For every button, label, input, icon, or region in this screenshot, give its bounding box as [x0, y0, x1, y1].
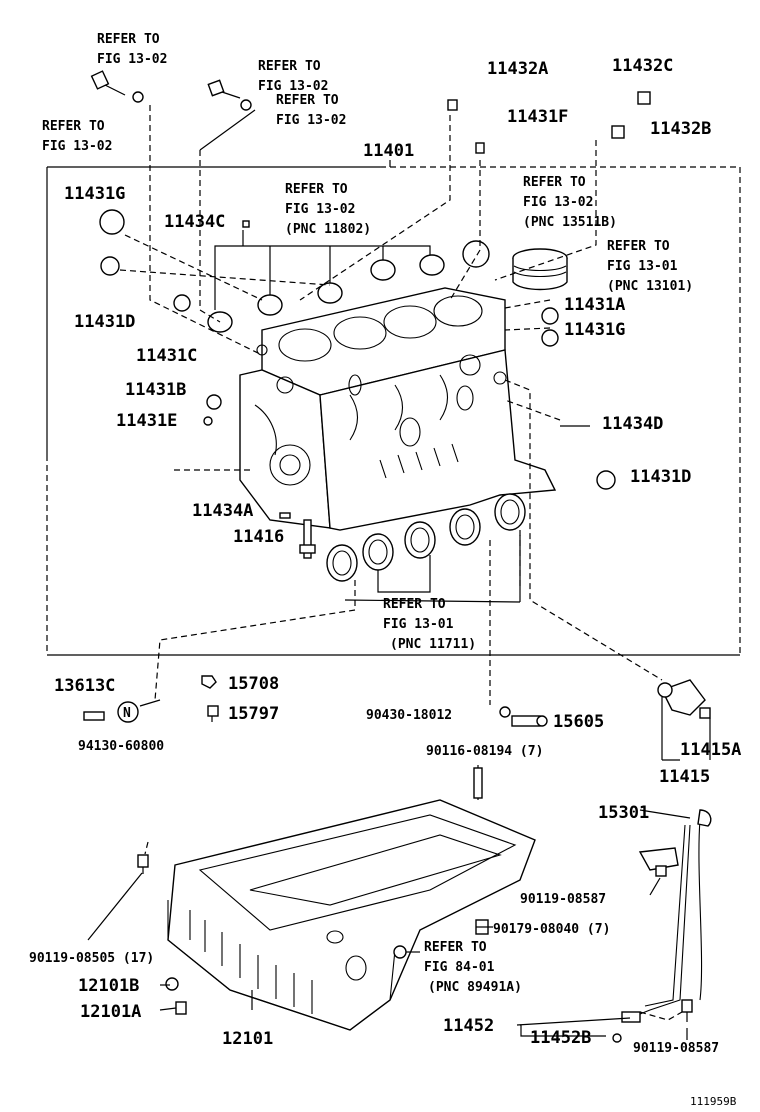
- label-11431F: 11431F: [507, 107, 568, 127]
- refer-2-line-1: REFER TO: [42, 119, 105, 134]
- label-15301: 15301: [598, 803, 649, 823]
- piston: [512, 248, 568, 291]
- nut-letter: N: [123, 706, 131, 721]
- label-12101A: 12101A: [80, 1002, 141, 1022]
- drain-hardware: N: [83, 675, 548, 727]
- refer-8-line-1: REFER TO: [383, 597, 446, 612]
- label-11434D: 11434D: [602, 414, 663, 434]
- label-90430-18012: 90430-18012: [366, 708, 452, 723]
- oil-dipstick: [612, 809, 712, 1043]
- reference-callouts: REFER TO FIG 13-02 REFER TO FIG 13-02 RE…: [42, 32, 693, 995]
- drawing-code: 111959B: [690, 1095, 737, 1108]
- label-11431D-right: 11431D: [630, 467, 691, 487]
- label-11431B: 11431B: [125, 380, 186, 400]
- label-11434A: 11434A: [192, 501, 253, 521]
- label-11431D-left: 11431D: [74, 312, 135, 332]
- label-90116-08194: 90116-08194 (7): [426, 744, 543, 759]
- label-12101B: 12101B: [78, 976, 139, 996]
- label-11434C: 11434C: [164, 212, 225, 232]
- label-11452B: 11452B: [530, 1028, 591, 1048]
- oil-pan: [167, 765, 536, 1031]
- label-15797: 15797: [228, 704, 279, 724]
- label-11416: 11416: [233, 527, 284, 547]
- label-11431G-right: 11431G: [564, 320, 625, 340]
- oil-strainer: [657, 679, 711, 761]
- refer-5-line-1: REFER TO: [285, 182, 348, 197]
- refer-7-line-1: REFER TO: [607, 239, 670, 254]
- bolt-11416: [299, 519, 316, 559]
- label-15605: 15605: [553, 712, 604, 732]
- refer-6-line-1: REFER TO: [523, 175, 586, 190]
- top-bolts: [90, 70, 252, 111]
- pan-hardware: [137, 854, 489, 1015]
- refer-4-line-1: REFER TO: [276, 93, 339, 108]
- cylinder-block: [239, 287, 557, 531]
- label-11415A: 11415A: [680, 740, 741, 760]
- leader-lines-lower: [87, 809, 691, 1040]
- refer-6-line-3: (PNC 13511B): [523, 215, 617, 230]
- refer-3-line-2: FIG 13-02: [258, 79, 328, 94]
- refer-1-line-1: REFER TO: [97, 32, 160, 47]
- label-11431E: 11431E: [116, 411, 177, 431]
- part-labels: 11401 11432A 11432C 11431F 11432B 11431G…: [29, 56, 741, 1108]
- label-11452: 11452: [443, 1016, 494, 1036]
- label-94130-60800: 94130-60800: [78, 739, 164, 754]
- label-11432A: 11432A: [487, 59, 548, 79]
- leader-lines-upper: [119, 105, 663, 707]
- label-11431G-top: 11431G: [64, 184, 125, 204]
- refer-5-line-3: (PNC 11802): [285, 222, 371, 237]
- label-90119-08587-a: 90119-08587: [520, 892, 606, 907]
- block-assembly-frame: [46, 160, 741, 656]
- label-11431A: 11431A: [564, 295, 625, 315]
- label-90119-08587-c: 90119-08587: [633, 1041, 719, 1056]
- label-12101: 12101: [222, 1029, 273, 1049]
- label-90179-08040: 90179-08040 (7): [493, 922, 610, 937]
- refer-6-line-2: FIG 13-02: [523, 195, 593, 210]
- refer-1-line-2: FIG 13-02: [97, 52, 167, 67]
- refer-9-line-2: FIG 84-01: [424, 960, 495, 975]
- label-11415: 11415: [659, 767, 710, 787]
- refer-8-line-3: (PNC 11711): [390, 637, 476, 652]
- camshaft-bearings: [207, 230, 445, 333]
- refer-9-line-3: (PNC 89491A): [428, 980, 522, 995]
- refer-8-line-2: FIG 13-01: [383, 617, 454, 632]
- refer-9-line-1: REFER TO: [424, 940, 487, 955]
- label-15708: 15708: [228, 674, 279, 694]
- label-11432B: 11432B: [650, 119, 711, 139]
- label-11401: 11401: [363, 141, 414, 161]
- label-11432C: 11432C: [612, 56, 673, 76]
- refer-3-line-1: REFER TO: [258, 59, 321, 74]
- label-11431C: 11431C: [136, 346, 197, 366]
- label-90119-08505: 90119-08505 (17): [29, 951, 154, 966]
- label-13613C: 13613C: [54, 676, 115, 696]
- refer-7-line-2: FIG 13-01: [607, 259, 678, 274]
- refer-2-line-2: FIG 13-02: [42, 139, 112, 154]
- refer-4-line-2: FIG 13-02: [276, 113, 346, 128]
- refer-7-line-3: (PNC 13101): [607, 279, 693, 294]
- refer-5-line-2: FIG 13-02: [285, 202, 355, 217]
- plugs-and-seals: [99, 91, 651, 519]
